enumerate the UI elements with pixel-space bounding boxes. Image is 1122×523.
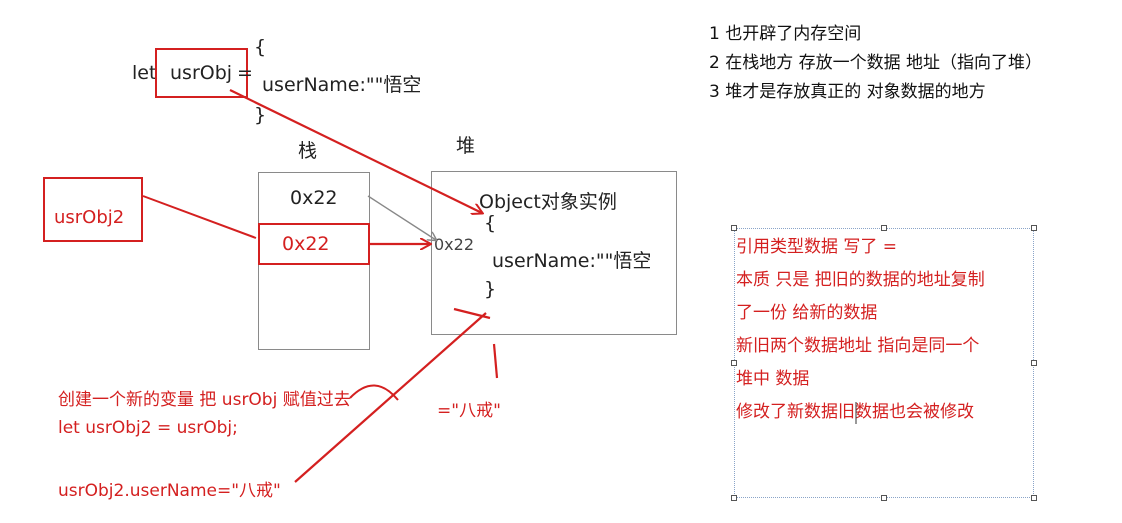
caret-mark	[349, 384, 399, 401]
resize-handle-br[interactable]	[1031, 495, 1037, 501]
note-line-6: 修改了新数据旧数据也会被修改	[736, 402, 974, 422]
arrow-stack-to-heap	[367, 195, 436, 240]
usrobj-variable: usrObj	[170, 62, 233, 84]
usrobj-highlight-box	[155, 48, 248, 98]
resize-handle-bl[interactable]	[731, 495, 737, 501]
assign-equals: =	[237, 62, 253, 84]
step-2: 2 在栈地方 存放一个数据 地址（指向了堆）	[709, 53, 1043, 73]
heap-brace-close: }	[484, 278, 497, 300]
heap-object-property: userName:""悟空	[492, 250, 652, 272]
object-brace-open: {	[254, 36, 267, 58]
heap-address-label: 0x22	[434, 235, 475, 254]
heap-label: 堆	[456, 135, 476, 157]
note-line-3: 了一份 给新的数据	[736, 303, 878, 323]
line-modify-to-heap	[294, 312, 487, 483]
stack-cell-usrobj2	[258, 223, 370, 265]
usrobj2-box	[43, 177, 143, 242]
strike-mark-heap	[453, 307, 491, 320]
stack-cell-usrobj2-address: 0x22	[282, 233, 330, 255]
resize-handle-tc[interactable]	[881, 225, 887, 231]
stack-label: 栈	[298, 140, 318, 162]
let-keyword: let	[132, 62, 157, 84]
new-value-annotation: ="八戒"	[437, 401, 501, 421]
usrobj2-label: usrObj2	[54, 207, 125, 228]
note-line-1: 引用类型数据 写了 =	[736, 237, 898, 257]
resize-handle-bc[interactable]	[881, 495, 887, 501]
note-text: 引用类型数据 写了 = 本质 只是 把旧的数据的地址复制 了一份 给新的数据 新…	[736, 231, 985, 429]
heap-object-title: Object对象实例	[479, 191, 617, 213]
steps-list: 1 也开辟了内存空间 2 在栈地方 存放一个数据 地址（指向了堆） 3 堆才是存…	[709, 20, 1042, 107]
resize-handle-mr[interactable]	[1031, 360, 1037, 366]
resize-handle-ml[interactable]	[731, 360, 737, 366]
resize-handle-tr[interactable]	[1031, 225, 1037, 231]
bottom-code-modify: usrObj2.userName="八戒"	[58, 481, 281, 501]
object-property: userName:""悟空	[262, 74, 422, 96]
stack-cell-usrobj-address: 0x22	[290, 187, 338, 209]
tick-heap-bottom	[492, 343, 499, 379]
bottom-code-assign: let usrObj2 = usrObj;	[58, 418, 238, 438]
heap-object-box	[431, 171, 677, 335]
bottom-code-comment: 创建一个新的变量 把 usrObj 赋值过去	[58, 390, 351, 410]
arrow-usrobj-to-heap	[229, 89, 482, 213]
note-line-2: 本质 只是 把旧的数据的地址复制	[736, 270, 985, 290]
line-usrobj2-to-stack	[142, 195, 257, 239]
resize-handle-tl[interactable]	[731, 225, 737, 231]
note-line-4: 新旧两个数据地址 指向是同一个	[736, 336, 980, 356]
note-line-5: 堆中 数据	[736, 369, 810, 389]
heap-brace-open: {	[484, 212, 497, 234]
step-1: 1 也开辟了内存空间	[709, 24, 862, 44]
object-brace-close: }	[254, 104, 267, 126]
step-3: 3 堆才是存放真正的 对象数据的地方	[709, 82, 986, 102]
